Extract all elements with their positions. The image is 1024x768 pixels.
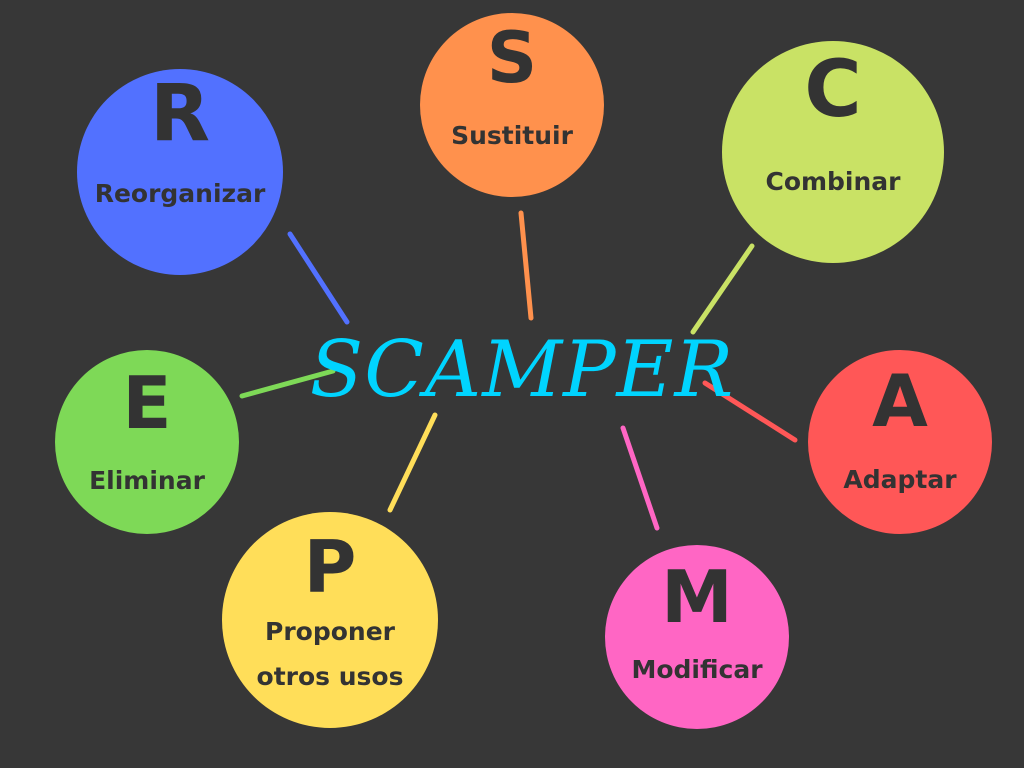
node-letter: M [661, 555, 733, 639]
node-label: Adaptar [843, 465, 957, 494]
node-e: E Eliminar [55, 350, 239, 534]
node-circle-a [808, 350, 992, 534]
node-letter: S [487, 17, 537, 99]
node-circle-m [605, 545, 789, 729]
node-circle-e [55, 350, 239, 534]
node-c: C Combinar [722, 41, 944, 263]
connector-e [239, 368, 336, 399]
node-letter: C [804, 45, 861, 135]
connector-c [690, 243, 755, 335]
connector-p [387, 412, 438, 513]
connector-s [518, 210, 534, 321]
node-letter: R [150, 69, 210, 159]
node-circle-s [420, 13, 604, 197]
node-circle-c [722, 41, 944, 263]
node-p: P Proponer otros usos [222, 512, 438, 728]
node-r: R Reorganizar [77, 69, 283, 275]
connector-a [702, 380, 798, 443]
node-s: S Sustituir [420, 13, 604, 197]
node-circle-p [222, 512, 438, 728]
node-letter: E [122, 361, 171, 445]
node-a: A Adaptar [808, 350, 992, 534]
node-circle-r [77, 69, 283, 275]
node-letter: A [872, 359, 928, 443]
node-label: Eliminar [89, 466, 206, 495]
node-letter: P [304, 525, 357, 609]
connector-m [620, 425, 660, 531]
node-label: Sustituir [451, 121, 574, 150]
node-label: Combinar [765, 167, 901, 196]
node-m: M Modificar [605, 545, 789, 729]
diagram-title: SCAMPER [310, 325, 734, 415]
node-label: Modificar [631, 655, 763, 684]
node-label: Proponer [265, 617, 396, 646]
node-label: otros usos [257, 662, 404, 691]
connector-r [287, 231, 350, 325]
node-label: Reorganizar [95, 179, 266, 208]
